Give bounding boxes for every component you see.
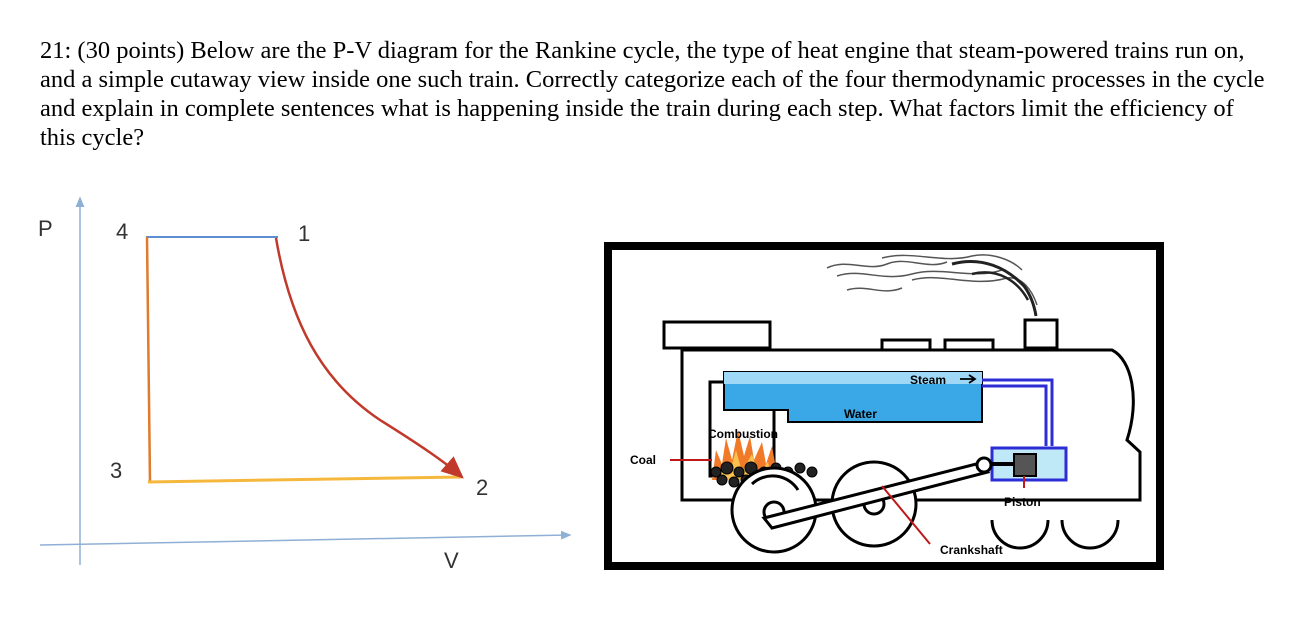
point-2-label: 2 <box>476 475 488 500</box>
cab-roof <box>662 320 772 350</box>
point-4-label: 4 <box>116 219 128 244</box>
steam-pipe <box>982 378 1054 446</box>
pv-diagram: P V 4 1 3 2 <box>38 196 572 573</box>
train-cutaway-frame: Steam Water Combustion Coal Piston Crank… <box>604 242 1164 570</box>
crankshaft-label: Crankshaft <box>940 543 1003 557</box>
piston-label: Piston <box>1004 495 1041 509</box>
steam-arrow-icon <box>960 374 977 384</box>
process-1-2-curve <box>274 237 464 479</box>
steam-label: Steam <box>910 373 946 387</box>
process-3-4-line <box>145 236 152 483</box>
piston-block <box>1013 453 1037 477</box>
smokestack <box>1023 318 1059 350</box>
question-text: 21: (30 points) Below are the P-V diagra… <box>40 37 1265 151</box>
process-2-3-line <box>147 475 463 484</box>
point-3-label: 3 <box>110 458 122 483</box>
water-label: Water <box>844 407 877 421</box>
train-cutaway: Steam Water Combustion Coal Piston Crank… <box>612 250 1156 562</box>
smoke-icon <box>826 254 1038 317</box>
water-surface <box>724 372 982 384</box>
coal-label: Coal <box>630 453 656 467</box>
connecting-rod <box>761 456 1014 530</box>
pv-y-axis-label: P <box>38 216 53 241</box>
pilot-wheels <box>990 519 1120 550</box>
combustion-label: Combustion <box>708 427 778 441</box>
pv-x-axis <box>39 530 572 546</box>
point-1-label: 1 <box>298 221 310 246</box>
pv-x-axis-label: V <box>444 548 459 573</box>
label-leaders <box>670 459 1025 545</box>
